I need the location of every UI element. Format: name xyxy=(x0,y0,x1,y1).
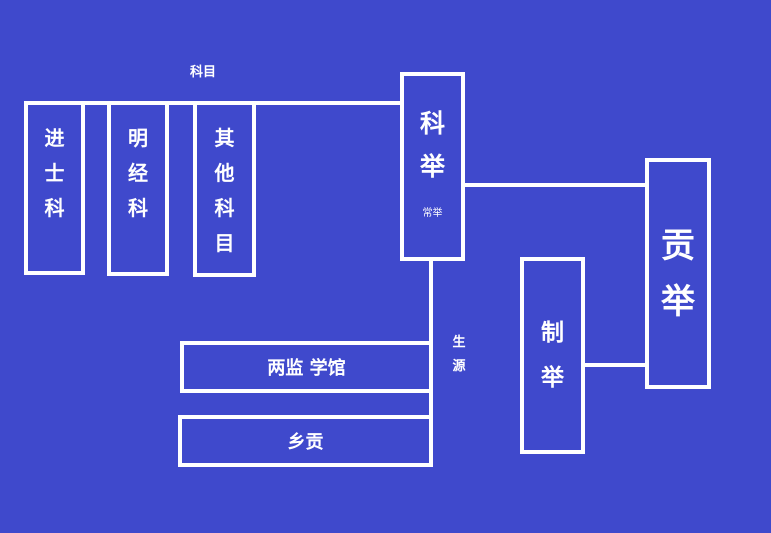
qita-char: 他 xyxy=(214,161,235,185)
mingjing-char: 明 xyxy=(128,126,148,150)
shengyuan-label: 生 源 xyxy=(446,331,472,379)
jinshi-node: 进 士 科 xyxy=(24,101,85,275)
zhiju-node: 制 举 xyxy=(520,257,585,454)
xianggong-label: 乡贡 xyxy=(287,432,324,453)
gongju-char: 贡 xyxy=(661,226,695,266)
qita-node: 其 他 科 目 xyxy=(193,101,256,277)
zhiju-gongju-connector-line xyxy=(582,363,647,367)
mingjing-node: 明 经 科 xyxy=(107,101,169,276)
gongju-char: 举 xyxy=(661,282,695,322)
qita-char: 目 xyxy=(214,231,235,255)
mingjing-char: 经 xyxy=(128,161,148,185)
keju-node: 科 举 常举 xyxy=(400,72,465,261)
gongju-node: 贡 举 xyxy=(645,158,711,389)
keju-char: 科 xyxy=(419,109,445,138)
liangjian-node: 两监 学馆 xyxy=(180,341,433,393)
jinshi-char: 进 xyxy=(44,126,65,150)
jinshi-char: 士 xyxy=(44,161,65,185)
keju-char: 举 xyxy=(419,152,445,181)
jinshi-char: 科 xyxy=(44,196,65,220)
shengyuan-char: 生 xyxy=(452,335,466,350)
keju-note: 常举 xyxy=(422,208,443,219)
xianggong-node: 乡贡 xyxy=(178,415,433,467)
kemu-label: 科目 xyxy=(190,65,217,80)
liangjian-label: 两监 学馆 xyxy=(267,358,346,379)
shengyuan-char: 源 xyxy=(452,359,466,374)
qita-char: 科 xyxy=(214,196,235,220)
keju-gongju-connector-line xyxy=(462,183,647,187)
qita-char: 其 xyxy=(214,126,235,150)
zhiju-char: 制 xyxy=(541,320,564,346)
zhiju-char: 举 xyxy=(541,365,564,391)
mingjing-char: 科 xyxy=(128,196,148,220)
